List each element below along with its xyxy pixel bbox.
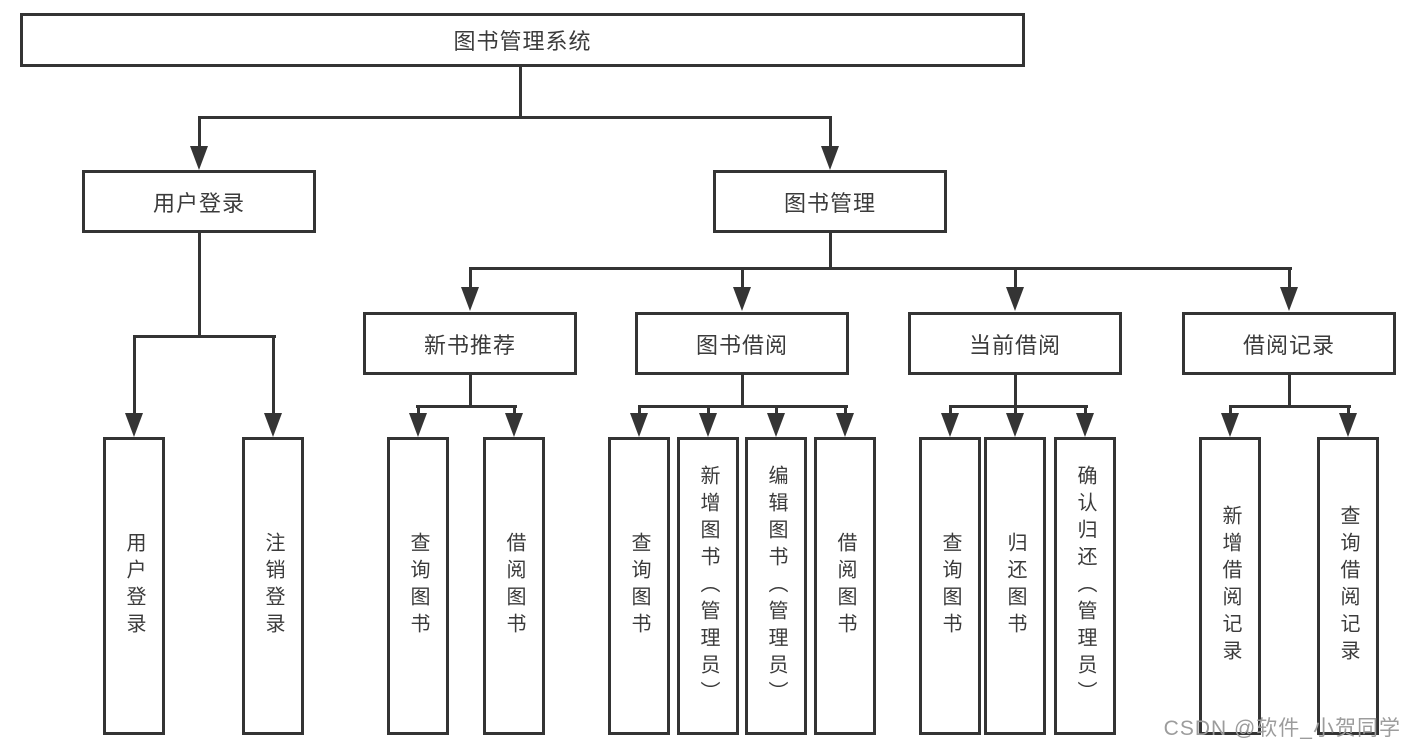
connector-line: [775, 405, 778, 417]
leaf-query-borrow-record: 查询借阅记录: [1317, 437, 1379, 735]
leaf-edit-books-admin: 编辑图书（管理员）: [745, 437, 807, 735]
connector-line: [133, 335, 136, 417]
node-label: 图书借阅: [695, 332, 788, 358]
leaf-add-borrow-record: 新增借阅记录: [1199, 437, 1261, 735]
arrowhead-down-icon: [461, 287, 479, 311]
connector-line: [638, 405, 641, 417]
arrowhead-down-icon: [190, 146, 208, 170]
node-label: 注销登录: [262, 532, 284, 640]
arrowhead-down-icon: [821, 146, 839, 170]
connector-line: [198, 116, 832, 119]
leaf-query-books-borrowing: 查询图书: [608, 437, 670, 735]
node-label: 查询图书: [407, 532, 429, 640]
leaf-return-books: 归还图书: [984, 437, 1046, 735]
node-book-management: 图书管理: [713, 170, 947, 233]
arrowhead-down-icon: [1006, 413, 1024, 437]
arrowhead-down-icon: [409, 413, 427, 437]
leaf-logout-login: 注销登录: [242, 437, 304, 735]
connector-line: [829, 116, 832, 150]
connector-line: [417, 405, 420, 417]
leaf-query-books-current: 查询图书: [919, 437, 981, 735]
connector-line: [829, 232, 832, 270]
arrowhead-down-icon: [941, 413, 959, 437]
node-label: 图书管理: [783, 190, 876, 216]
leaf-add-books-admin: 新增图书（管理员）: [677, 437, 739, 735]
connector-line: [1014, 374, 1017, 407]
arrowhead-down-icon: [1006, 287, 1024, 311]
node-borrow-records: 借阅记录: [1182, 312, 1396, 375]
arrowhead-down-icon: [836, 413, 854, 437]
arrowhead-down-icon: [1280, 287, 1298, 311]
node-label: 用户登录: [123, 532, 145, 640]
arrowhead-down-icon: [1221, 413, 1239, 437]
leaf-user-login: 用户登录: [103, 437, 165, 735]
arrowhead-down-icon: [264, 413, 282, 437]
node-label: 借阅记录: [1242, 332, 1335, 358]
connector-line: [198, 232, 201, 338]
node-label: 新增借阅记录: [1219, 505, 1241, 667]
arrowhead-down-icon: [630, 413, 648, 437]
connector-line: [1084, 405, 1087, 417]
connector-line: [1288, 374, 1291, 407]
connector-line: [638, 405, 848, 408]
connector-line: [416, 405, 517, 408]
connector-line: [1014, 267, 1017, 291]
arrowhead-down-icon: [1339, 413, 1357, 437]
node-label: 查询借阅记录: [1337, 505, 1359, 667]
connector-line: [513, 405, 516, 417]
connector-line: [949, 405, 1088, 408]
node-label: 新书推荐: [423, 332, 516, 358]
connector-line: [1347, 405, 1350, 417]
connector-line: [519, 66, 522, 119]
connector-line: [949, 405, 952, 417]
node-label: 归还图书: [1004, 532, 1026, 640]
node-book-borrowing: 图书借阅: [635, 312, 849, 375]
node-label: 新增图书（管理员）: [697, 464, 719, 708]
node-library-management-system: 图书管理系统: [20, 13, 1025, 67]
connector-line: [1229, 405, 1351, 408]
connector-line: [469, 374, 472, 407]
arrowhead-down-icon: [767, 413, 785, 437]
arrowhead-down-icon: [733, 287, 751, 311]
csdn-watermark: CSDN @软件_小贺同学: [1163, 717, 1401, 740]
arrowhead-down-icon: [505, 413, 523, 437]
node-label: 编辑图书（管理员）: [765, 464, 787, 708]
connector-line: [133, 335, 276, 338]
node-label: 查询图书: [628, 532, 650, 640]
connector-line: [707, 405, 710, 417]
connector-line: [1014, 405, 1017, 417]
node-new-book-recommend: 新书推荐: [363, 312, 577, 375]
node-label: 当前借阅: [968, 332, 1061, 358]
node-label: 用户登录: [152, 190, 245, 216]
arrowhead-down-icon: [699, 413, 717, 437]
connector-line: [741, 374, 744, 407]
node-label: 图书管理系统: [453, 29, 592, 54]
connector-line: [844, 405, 847, 417]
connector-line: [1229, 405, 1232, 417]
node-label: 确认归还（管理员）: [1074, 464, 1096, 708]
connector-line: [198, 116, 201, 150]
node-label: 借阅图书: [503, 532, 525, 640]
node-label: 借阅图书: [834, 532, 856, 640]
connector-line: [1288, 267, 1291, 291]
connector-line: [469, 267, 1292, 270]
connector-line: [469, 267, 472, 291]
leaf-query-books-recommend: 查询图书: [387, 437, 449, 735]
leaf-confirm-return-admin: 确认归还（管理员）: [1054, 437, 1116, 735]
node-label: 查询图书: [939, 532, 961, 640]
leaf-borrow-books-recommend: 借阅图书: [483, 437, 545, 735]
arrowhead-down-icon: [125, 413, 143, 437]
node-user-login: 用户登录: [82, 170, 316, 233]
node-current-borrowing: 当前借阅: [908, 312, 1122, 375]
leaf-borrow-books: 借阅图书: [814, 437, 876, 735]
arrowhead-down-icon: [1076, 413, 1094, 437]
connector-line: [741, 267, 744, 291]
connector-line: [272, 335, 275, 417]
